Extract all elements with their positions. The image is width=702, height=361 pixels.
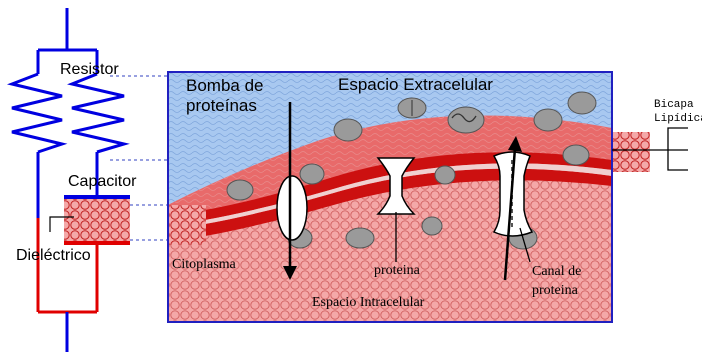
resistor-right xyxy=(72,74,124,152)
resistor-left xyxy=(12,74,62,152)
bilayer-label: Bicapa Lipídica xyxy=(654,98,702,126)
protein-label: proteina xyxy=(374,264,420,278)
capacitor-label: Capacitor xyxy=(68,174,136,190)
channel-label: Canal de proteina xyxy=(532,262,581,300)
resistor-label: Resistor xyxy=(60,62,119,78)
protein-pump xyxy=(277,176,307,240)
pump-label: Bomba de proteínas xyxy=(186,76,264,116)
cytoplasm-label: Citoplasma xyxy=(172,258,236,272)
extracellular-label: Espacio Extracelular xyxy=(338,76,493,93)
intracellular-label: Espacio Intracelular xyxy=(312,296,424,310)
dielectric-label: Dieléctrico xyxy=(16,248,91,264)
